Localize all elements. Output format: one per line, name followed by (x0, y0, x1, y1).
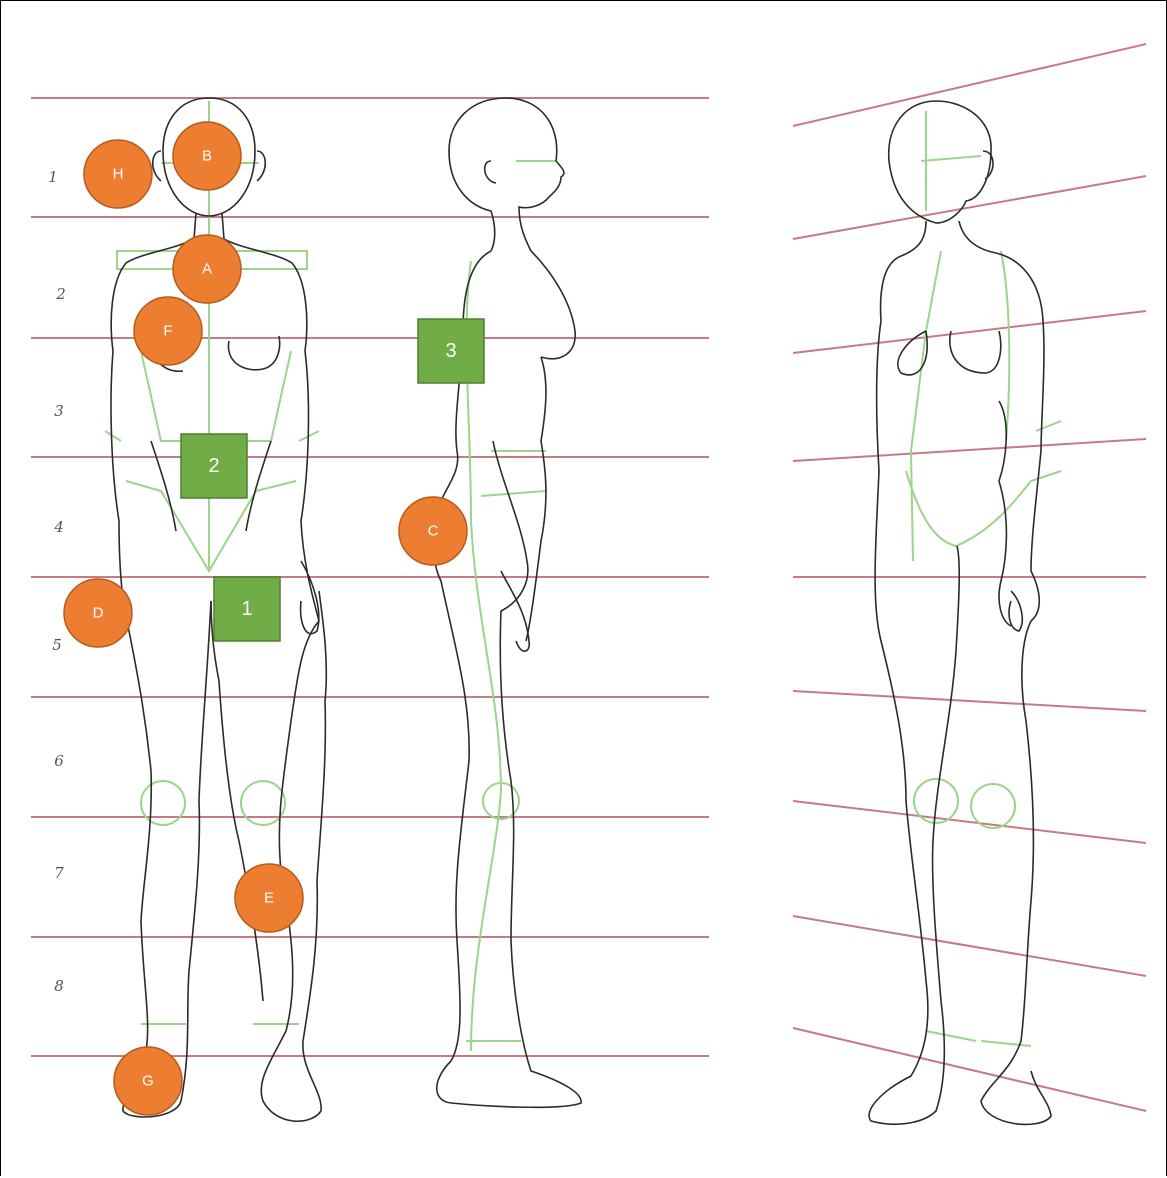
square-marker-label: 2 (208, 455, 219, 477)
perspective-line-2 (793, 311, 1146, 353)
square-marker-1: 1 (214, 577, 280, 641)
row-number-6: 6 (54, 752, 64, 770)
side-view-figure (434, 98, 582, 1107)
circle-marker-c: C (399, 497, 467, 565)
circle-marker-label: A (202, 261, 212, 278)
guide-lines-front-side (31, 98, 709, 1056)
three-quarter-construction (906, 111, 1061, 1046)
circle-marker-b: B (173, 122, 241, 190)
guide-lines-perspective (793, 44, 1146, 1111)
perspective-line-7 (793, 916, 1146, 976)
circle-marker-h: H (84, 140, 152, 208)
circle-marker-label: G (142, 1073, 154, 1090)
circle-marker-label: C (428, 523, 439, 540)
row-number-5: 5 (52, 636, 62, 654)
square-marker-2: 2 (181, 434, 247, 498)
three-quarter-outline (869, 101, 1051, 1124)
row-number-4: 4 (53, 518, 64, 536)
square-marker-label: 3 (445, 340, 456, 362)
square-marker-3: 3 (418, 319, 484, 383)
circle-marker-a: A (173, 235, 241, 303)
circle-marker-e: E (235, 864, 303, 932)
square-markers: 1 2 3 (181, 319, 484, 641)
perspective-line-6 (793, 801, 1146, 843)
row-number-2: 2 (55, 285, 66, 303)
perspective-line-3 (793, 439, 1146, 461)
row-number-7: 7 (54, 864, 64, 882)
three-quarter-view-figure (869, 101, 1061, 1124)
row-number-8: 8 (54, 977, 64, 995)
circle-marker-label: B (202, 148, 212, 165)
row-numbers: 1 2 3 4 5 6 7 8 (48, 168, 66, 995)
circle-marker-d: D (64, 579, 132, 647)
perspective-line-5 (793, 691, 1146, 711)
circle-marker-f: F (134, 297, 202, 365)
circle-marker-label: H (113, 166, 124, 183)
circle-marker-label: E (264, 890, 274, 907)
row-number-3: 3 (54, 402, 64, 420)
perspective-line-0 (793, 44, 1146, 126)
square-marker-label: 1 (241, 598, 252, 620)
perspective-line-1 (793, 176, 1146, 239)
circle-marker-g: G (114, 1047, 182, 1115)
row-number-1: 1 (48, 168, 58, 186)
circle-marker-label: D (93, 605, 104, 622)
circle-marker-label: F (163, 323, 172, 340)
side-outline (434, 98, 582, 1107)
